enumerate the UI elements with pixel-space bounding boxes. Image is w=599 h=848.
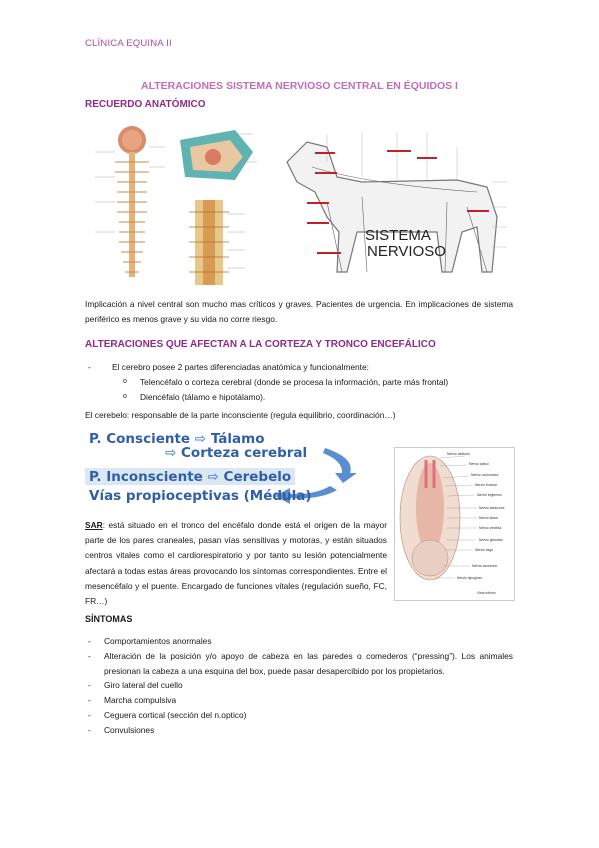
bullet-cerebro-text: El cerebro posee 2 partes diferenciadas …	[112, 362, 369, 372]
brain-label: Nervio accesorio	[472, 564, 498, 568]
symptom-text: Convulsiones	[104, 724, 155, 735]
spinal-cord-figure	[85, 122, 260, 290]
sub-item-text: Telencéfalo o corteza cerebral (donde se…	[140, 377, 449, 387]
document-title: ALTERACIONES SISTEMA NERVIOSO CENTRAL EN…	[141, 80, 458, 92]
brain-label: Nervio óptico	[469, 462, 489, 466]
brain-label: Nervio oculomotor	[471, 473, 499, 477]
brain-label: Nervio abducens	[479, 506, 505, 510]
diagram-p-inconsciente: P. Inconsciente	[89, 469, 203, 485]
horse-nervous-system-figure: SISTEMA NERVIOSO	[267, 122, 513, 290]
symptom-item: -Convulsiones	[88, 724, 155, 735]
sar-text: : está situado en el tronco del encéfalo…	[85, 520, 387, 607]
symptom-text: Ceguera cortical (sección del n.optico)	[104, 709, 247, 720]
figure-text-sistema: SISTEMA	[365, 227, 431, 244]
diagram-corteza: Corteza cerebral	[181, 445, 308, 461]
symptom-item: -Marcha compulsiva	[88, 695, 177, 706]
brain-label: Nervio troclear	[475, 483, 498, 487]
symptom-item: -Giro lateral del cuello	[88, 680, 183, 691]
symptom-item: -Ceguera cortical (sección del n.optico)	[88, 709, 247, 720]
brain-label: Nervio vago	[475, 548, 494, 552]
brain-label: Nervio facial	[479, 516, 498, 520]
brain-label: Vista inferior	[477, 591, 496, 595]
brain-label: Nervio hipogloso	[457, 576, 483, 580]
paragraph-cerebelo: El cerebelo: responsable de la parte inc…	[85, 410, 396, 420]
paragraph-sar: SAR: está situado en el tronco del encéf…	[85, 518, 387, 609]
figure-text-nervioso: NERVIOSO	[367, 243, 446, 260]
brain-label: Nervio olfatorio	[447, 452, 470, 456]
symptom-text: Alteración de la posición y/o apoyo de c…	[104, 650, 513, 676]
diagram-p-consciente: P. Consciente	[89, 431, 191, 447]
sar-label: SAR	[85, 520, 103, 530]
diagram-cerebelo: Cerebelo	[223, 469, 292, 485]
symptom-text: Giro lateral del cuello	[104, 680, 183, 691]
brain-inferior-view-figure: Nervio olfatorio Nervio óptico Nervio oc…	[394, 447, 515, 601]
brain-label: Nervio trigémino	[477, 493, 502, 497]
symptom-item: -Alteración de la posición y/o apoyo de …	[88, 650, 513, 676]
symptom-text: Marcha compulsiva	[104, 695, 177, 706]
paragraph-implicacion: Implicación a nivel central son mucho ma…	[85, 299, 513, 325]
brain-label: Nervio glosofarí	[479, 538, 503, 542]
symptom-text: Comportamientos anormales	[104, 636, 212, 646]
symptoms-list: -Comportamientos anormales -Alteración d…	[88, 634, 513, 738]
bullet-cerebro: -El cerebro posee 2 partes diferenciadas…	[88, 362, 369, 372]
heading-sintomas: SÍNTOMAS	[85, 614, 133, 624]
pathway-diagram: P. Consciente ⇨ Tálamo ⇨ Corteza cerebra…	[85, 428, 380, 508]
symptom-item: -Comportamientos anormales	[88, 636, 212, 646]
diagram-vias: Vías propioceptivas (Médula)	[89, 488, 312, 504]
sub-item-text: Diencéfalo (tálamo e hipotálamo).	[140, 392, 266, 402]
heading-recuerdo-anatomico: RECUERDO ANATÓMICO	[85, 99, 206, 110]
heading-alteraciones: ALTERACIONES QUE AFECTAN A LA CORTEZA Y …	[85, 339, 436, 350]
page-header: CLÍNICA EQUINA II	[85, 38, 172, 49]
brain-label: Nervio vestibul	[479, 526, 502, 530]
diagram-talamo: Tálamo	[210, 431, 265, 447]
